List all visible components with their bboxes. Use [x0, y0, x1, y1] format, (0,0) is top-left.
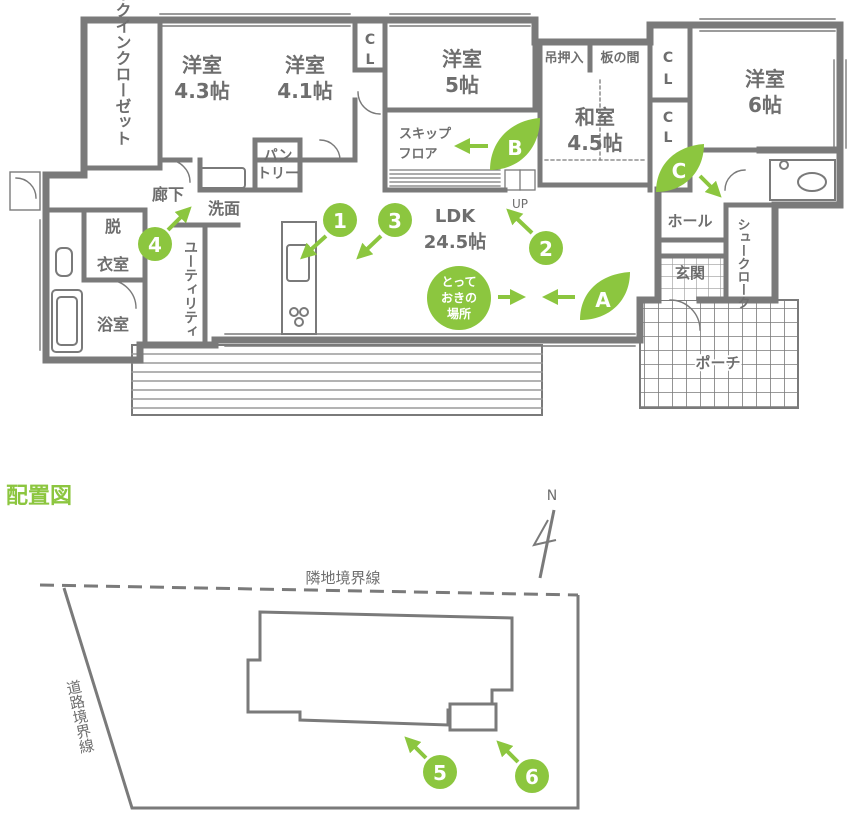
porch-footprint: [448, 702, 498, 732]
marker-6: 6: [496, 740, 549, 793]
marker-1-circle: [323, 203, 357, 237]
hanging-closet-label: 吊押入: [544, 50, 583, 66]
room-5-size: 5帖: [445, 73, 479, 97]
building-footprint: [246, 610, 514, 727]
neighbor-boundary-line: [39, 583, 579, 597]
kitchen-counter: [281, 221, 317, 335]
room-41-name: 洋室: [285, 53, 325, 77]
skip-floor-label-1: スキップ: [399, 127, 452, 142]
wood-deck: [131, 344, 543, 416]
room-labels: ウォークインクローゼット 洋室 4.3帖 洋室 4.1帖 C L 洋室 5帖 吊…: [97, 0, 785, 374]
room-6-size: 6帖: [748, 93, 782, 117]
site-plan: N: [39, 488, 580, 810]
storage-spot-marker: とって おきの 場所: [427, 266, 526, 330]
marker-6-circle: [515, 759, 549, 793]
bathtub: [51, 167, 246, 353]
cl-a-l: L: [366, 52, 375, 68]
doors: [9, 91, 746, 331]
marker-5: 5: [404, 736, 457, 789]
site-plan-title: 配置図: [6, 484, 72, 509]
marker-A-leaf: [580, 272, 630, 320]
marker-4-arrow: [166, 206, 192, 232]
corridor-label: 廊下: [152, 185, 184, 204]
marker-4-circle: [138, 227, 172, 261]
road-boundary-line: [62, 587, 580, 810]
marker-3-text: 3: [388, 209, 402, 233]
bathroom-label: 浴室: [97, 315, 129, 334]
marker-6-text: 6: [525, 765, 539, 789]
walk-in-closet-label: ウォークインクローゼット: [113, 0, 132, 146]
neighbor-boundary-label: 隣地境界線: [305, 569, 380, 587]
photo-markers: 1 3 2 4 A B: [138, 118, 722, 330]
storage-spot-line-2: おきの: [441, 291, 477, 305]
marker-5-text: 5: [433, 761, 447, 785]
porch-tiles: [639, 299, 799, 409]
north-arrow: N: [532, 488, 557, 579]
shoes-closet-label: シュークローク: [735, 218, 751, 309]
storage-spot-line-1: とって: [441, 275, 476, 289]
room-41-size: 4.1帖: [277, 79, 332, 103]
marker-1-text: 1: [333, 209, 347, 233]
genkan-tiles: [658, 256, 726, 300]
marker-4: 4: [138, 206, 192, 261]
marker-A-text: A: [595, 288, 611, 312]
marker-B-text: B: [507, 136, 522, 160]
room-5-name: 洋室: [442, 47, 482, 71]
road-boundary-label: 道路境界線: [63, 678, 96, 755]
washitsu-size: 4.5帖: [567, 131, 622, 155]
north-label: N: [547, 488, 557, 504]
storage-spot-circle: [427, 266, 491, 330]
floor-plan: [9, 13, 847, 416]
marker-C-text: C: [672, 159, 687, 183]
marker-C-leaf: [656, 144, 704, 192]
storage-spot-line-3: 場所: [447, 306, 471, 321]
washitsu-name: 和室: [575, 105, 615, 129]
washroom-label: 洗面: [208, 199, 240, 218]
skip-floor-label-2: フロア: [398, 147, 437, 162]
ldk-size: 24.5帖: [424, 231, 486, 253]
pantry-label-2: トリー: [257, 166, 299, 182]
room-43-size: 4.3帖: [174, 79, 229, 103]
hall-label: ホール: [667, 212, 712, 230]
cl-b-l: L: [664, 72, 673, 88]
marker-3-arrow: [356, 234, 383, 260]
marker-C-arrow: [698, 174, 722, 198]
cl-c-l: L: [664, 130, 673, 146]
marker-1-arrow: [300, 234, 328, 260]
marker-1: 1: [300, 203, 357, 260]
marker-3-circle: [378, 203, 412, 237]
marker-6-arrow: [496, 740, 520, 764]
ldk-name: LDK: [435, 206, 476, 227]
marker-B: B: [454, 118, 540, 170]
porch-label: ポーチ: [695, 354, 740, 372]
marker-2-arrow: [506, 208, 534, 235]
marker-2-circle: [529, 231, 563, 265]
toilet: [769, 159, 836, 201]
skip-floor-steps: [389, 169, 536, 191]
marker-4-text: 4: [148, 233, 162, 257]
marker-B-leaf: [490, 118, 540, 170]
up-label: UP: [512, 197, 528, 211]
marker-3: 3: [356, 203, 412, 260]
room-6-name: 洋室: [745, 67, 785, 91]
tatami-lines: [544, 79, 646, 161]
cl-a-c: C: [365, 32, 375, 48]
cl-c-c: C: [663, 110, 673, 126]
cl-b-c: C: [663, 50, 673, 66]
itanoma-label: 板の間: [600, 50, 639, 66]
marker-C: C: [656, 144, 722, 198]
utility-label: ユーティリティ: [182, 240, 198, 338]
marker-2-text: 2: [539, 237, 553, 261]
dressing-label-1: 脱: [105, 217, 121, 236]
marker-2: 2: [506, 208, 563, 265]
genkan-label: 玄関: [675, 264, 705, 282]
marker-A: A: [542, 272, 630, 320]
marker-5-arrow: [404, 736, 428, 760]
dressing-label-2: 衣室: [97, 255, 129, 274]
marker-5-circle: [423, 755, 457, 789]
pantry-label-1: パン: [264, 148, 293, 164]
room-43-name: 洋室: [182, 53, 222, 77]
